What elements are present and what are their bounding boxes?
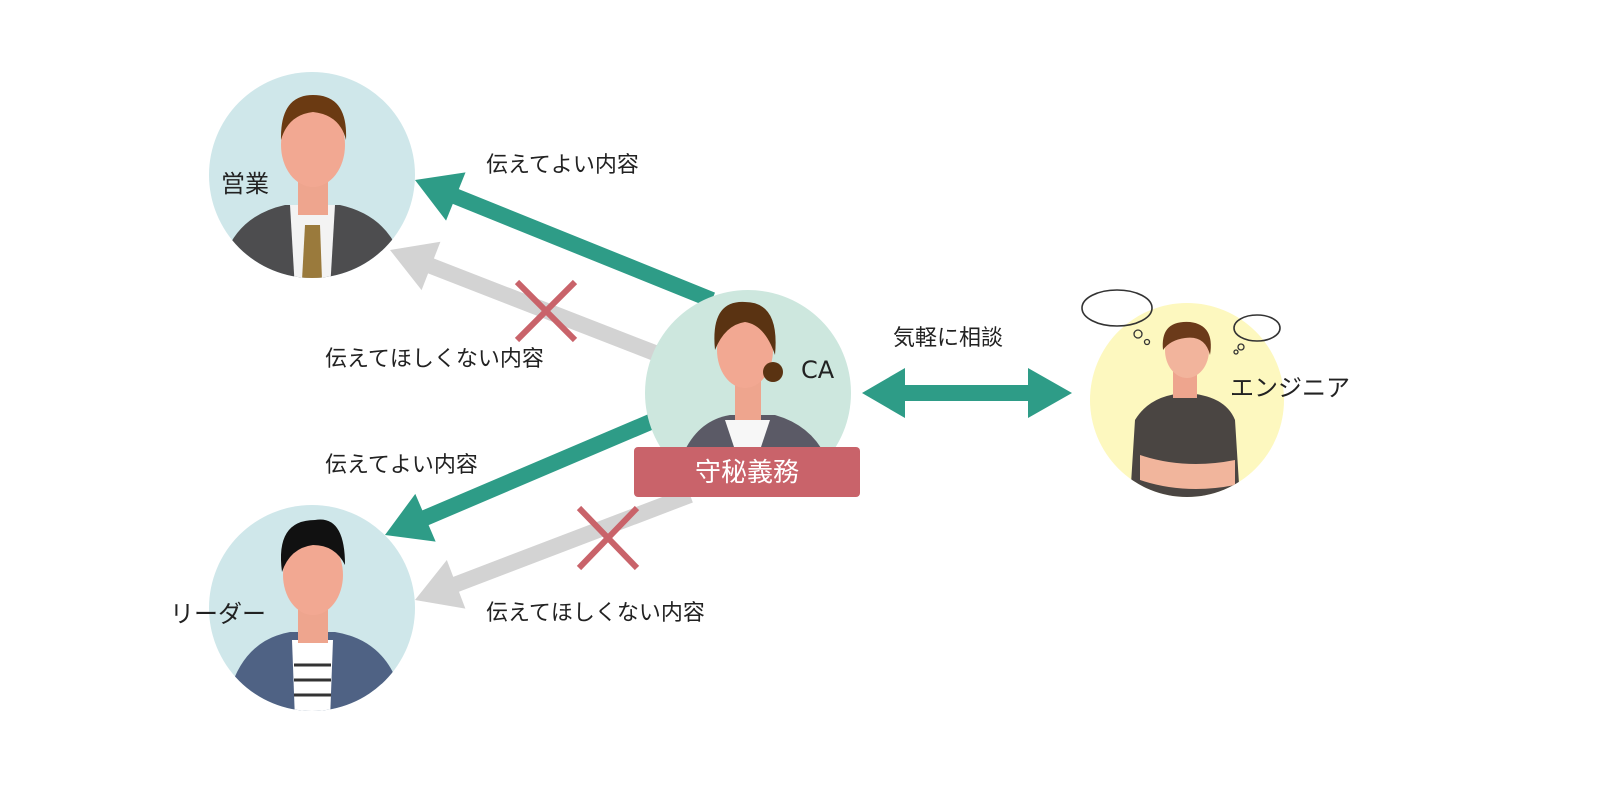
confidentiality-badge: 守秘義務 xyxy=(634,447,860,497)
ng-content-label: 伝えてほしくない内容 xyxy=(325,347,544,372)
ca-label: CA xyxy=(801,356,835,384)
arrow-shape xyxy=(390,241,663,363)
engineer-person xyxy=(1081,289,1284,497)
arrow-shape xyxy=(415,172,715,308)
double-arrow-consult xyxy=(862,368,1072,418)
engineer-label: エンジニア xyxy=(1230,374,1350,402)
prohibited-x-icon xyxy=(514,279,578,343)
prohibited-x-icon xyxy=(576,505,640,571)
ok-content-label: 伝えてよい内容 xyxy=(325,453,478,478)
ok-content-label: 伝えてよい内容 xyxy=(486,153,639,178)
leader-person xyxy=(209,505,415,711)
consult-label: 気軽に相談 xyxy=(893,326,1003,351)
arrow-ca-to-leader-ok xyxy=(385,412,659,542)
arrow-ca-to-sales-ng xyxy=(390,241,663,363)
arrow-shape xyxy=(385,412,659,542)
leader-label: リーダー xyxy=(170,600,266,628)
badge-label: 守秘義務 xyxy=(695,458,799,488)
ng-content-label: 伝えてほしくない内容 xyxy=(486,601,705,626)
sales-label: 営業 xyxy=(221,170,269,198)
arrow-ca-to-sales-ok xyxy=(415,172,715,308)
